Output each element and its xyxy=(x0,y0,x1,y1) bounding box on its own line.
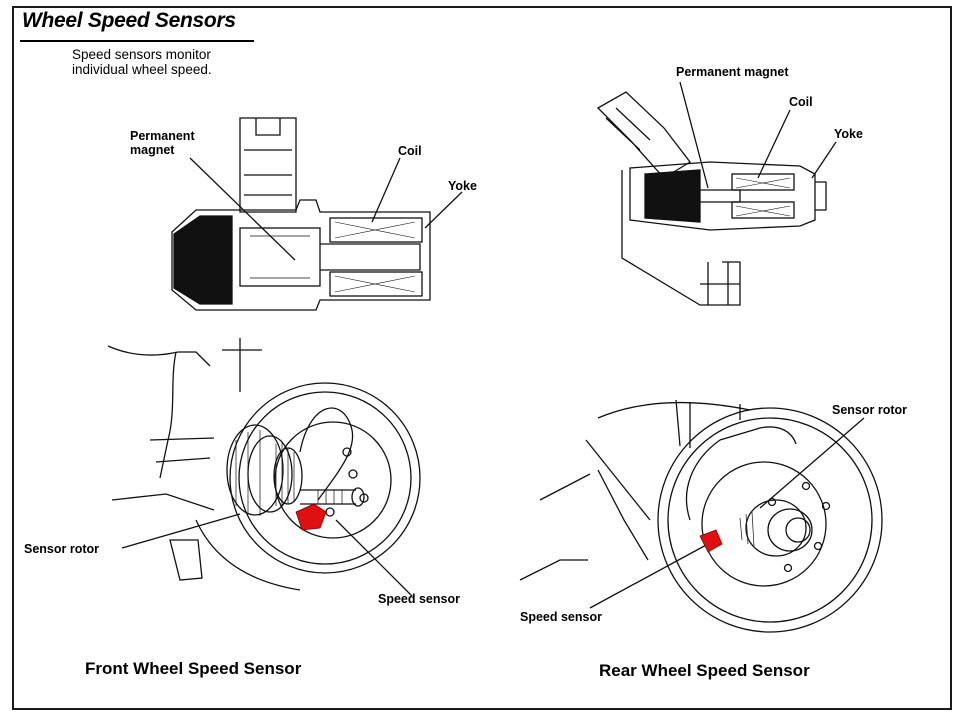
rear-yoke-leader xyxy=(811,141,837,179)
front-coil-leader xyxy=(371,157,401,223)
front-sensor-rotor-label: Sensor rotor xyxy=(24,542,100,556)
title-underline xyxy=(20,40,254,42)
rear-sensor-rotor-label: Sensor rotor xyxy=(832,403,908,417)
front-magnet-leader xyxy=(189,157,296,261)
page-title: Wheel Speed Sensors xyxy=(22,9,236,32)
front-magnet-label-2: magnet xyxy=(130,143,175,157)
rear-magnet-leader xyxy=(679,81,709,189)
front-wheel-caption: Front Wheel Speed Sensor xyxy=(85,659,302,678)
subtitle-line-2: individual wheel speed. xyxy=(72,62,212,77)
rear-sensor-leader xyxy=(589,543,709,609)
rear-magnet-label: Permanent magnet xyxy=(676,65,789,79)
rear-speed-sensor-highlight xyxy=(699,529,723,553)
rear-sensor-cutaway xyxy=(596,81,837,306)
rear-yoke-label: Yoke xyxy=(834,127,863,141)
front-yoke-label: Yoke xyxy=(448,179,477,193)
rear-wheel-assembly xyxy=(519,399,883,633)
front-yoke-leader xyxy=(424,191,463,229)
front-speed-sensor-highlight xyxy=(295,503,327,531)
rear-wheel-caption: Rear Wheel Speed Sensor xyxy=(599,661,810,680)
front-magnet-label-1: Permanent xyxy=(130,129,195,143)
front-wheel-assembly xyxy=(107,338,421,597)
front-rotor-leader xyxy=(121,513,241,549)
front-speed-sensor-label: Speed sensor xyxy=(378,592,460,606)
rear-coil-leader xyxy=(757,109,791,179)
subtitle-line-1: Speed sensors monitor xyxy=(72,47,211,62)
rear-speed-sensor-label: Speed sensor xyxy=(520,610,602,624)
rear-rotor-leader xyxy=(759,417,865,509)
front-coil-label: Coil xyxy=(398,144,422,158)
rear-coil-label: Coil xyxy=(789,95,813,109)
slide-frame xyxy=(12,6,952,710)
front-sensor-cutaway xyxy=(171,117,463,311)
front-sensor-leader xyxy=(335,519,413,597)
